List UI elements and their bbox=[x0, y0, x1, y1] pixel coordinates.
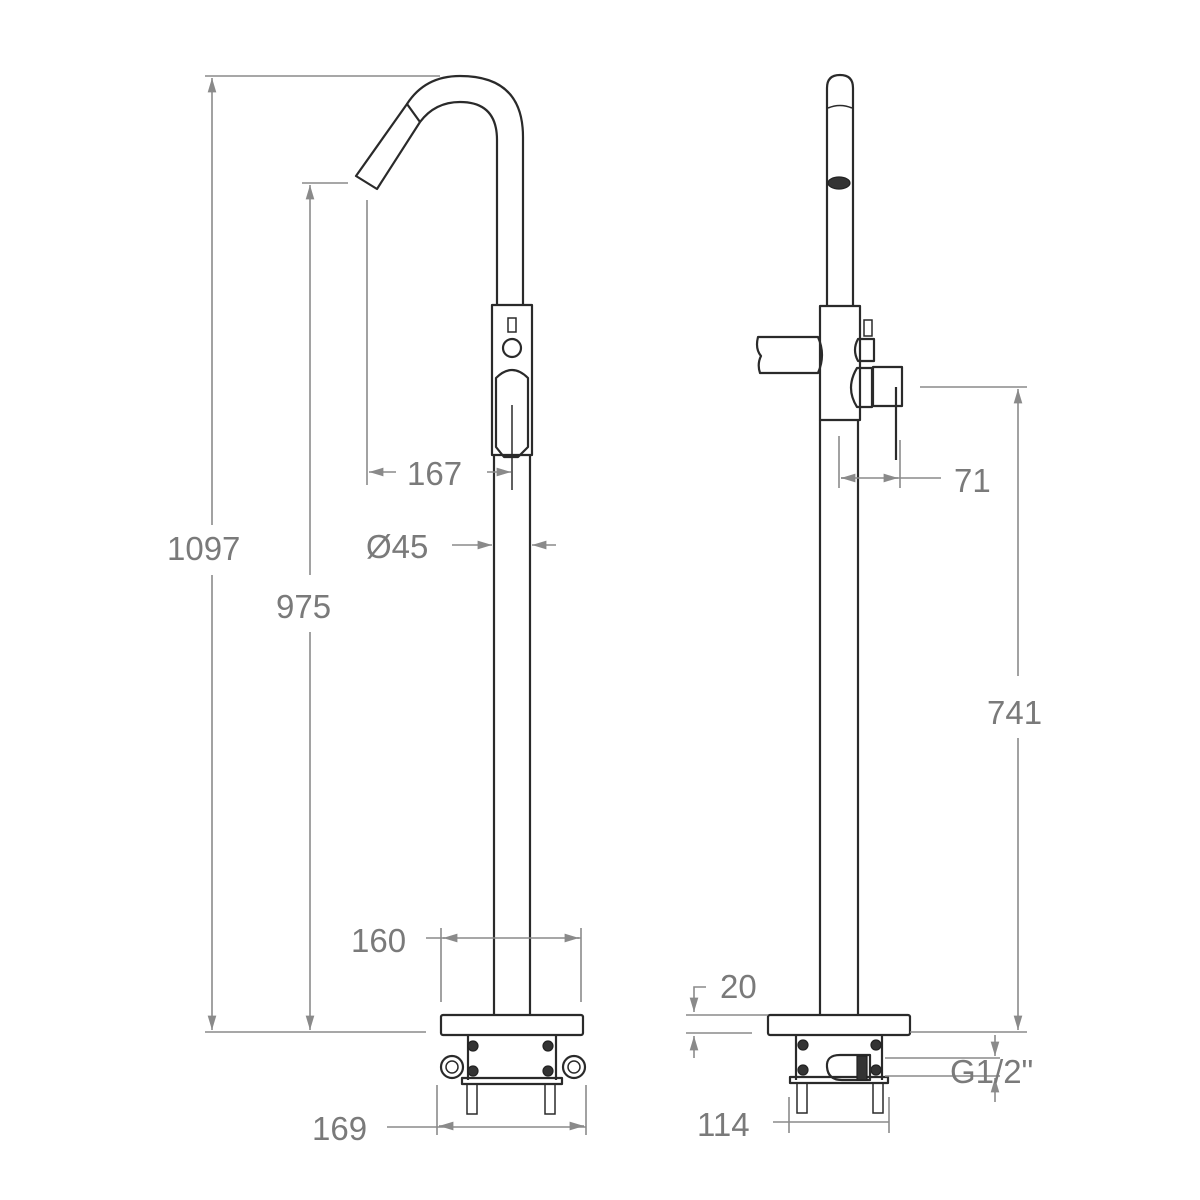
mixer-body bbox=[490, 303, 534, 490]
dimension-lever-projection: 71 bbox=[838, 436, 991, 499]
dimension-inlet-spacing: 114 bbox=[697, 1097, 890, 1143]
body-diameter-label: Ø45 bbox=[366, 528, 428, 565]
holder-height-label: 741 bbox=[987, 694, 1042, 731]
dimension-base-plate-width: 160 bbox=[351, 922, 582, 1002]
plate-thickness-label: 20 bbox=[720, 968, 757, 1005]
mounting-bracket-side bbox=[788, 1035, 890, 1114]
column bbox=[492, 455, 532, 1015]
base-plate bbox=[439, 1013, 585, 1037]
dimension-inlet-connection: G1/2" bbox=[885, 1031, 1033, 1102]
side-view: 71 741 20 G1/2" bbox=[686, 73, 1042, 1143]
column-side bbox=[818, 420, 860, 1015]
spout-side bbox=[825, 73, 855, 305]
dimension-overall-height: 1097 bbox=[167, 75, 440, 1033]
spout-reach-label: 167 bbox=[407, 455, 462, 492]
spout-height-label: 975 bbox=[276, 588, 331, 625]
mounting-bracket bbox=[439, 1035, 587, 1115]
dimension-holder-height: 741 bbox=[920, 386, 1042, 1030]
dimension-plate-thickness: 20 bbox=[686, 968, 768, 1058]
dimension-spout-reach: 167 bbox=[366, 200, 511, 492]
dimension-body-diameter: Ø45 bbox=[366, 528, 556, 565]
base-plate-side bbox=[766, 1013, 912, 1037]
mixer-body-side bbox=[755, 304, 904, 460]
dimension-spout-height: 975 bbox=[276, 182, 348, 1030]
dimension-bracket-width: 169 bbox=[312, 1085, 587, 1147]
bracket-width-label: 169 bbox=[312, 1110, 367, 1147]
front-view: 1097 975 167 Ø45 160 bbox=[167, 74, 587, 1147]
overall-height-label: 1097 bbox=[167, 530, 240, 567]
inlet-connection-label: G1/2" bbox=[950, 1053, 1033, 1090]
spout bbox=[354, 74, 525, 305]
lever-projection-label: 71 bbox=[954, 462, 991, 499]
base-plate-width-label: 160 bbox=[351, 922, 406, 959]
inlet-spacing-label: 114 bbox=[697, 1106, 750, 1143]
